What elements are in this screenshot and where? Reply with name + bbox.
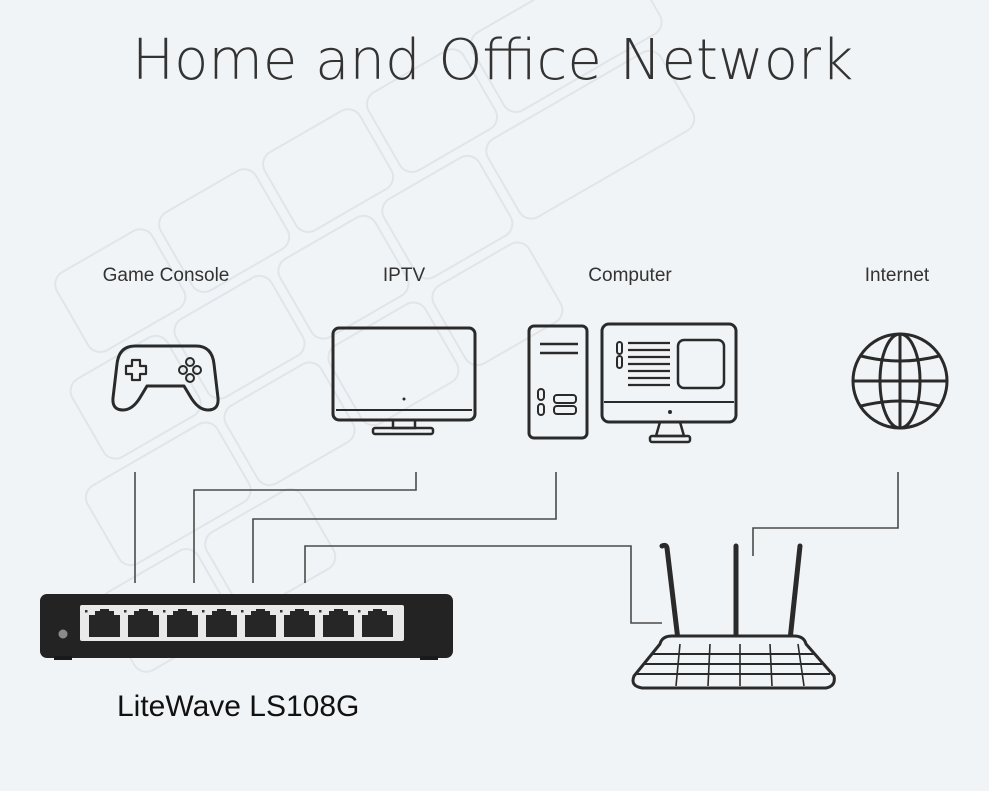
ethernet-port <box>124 609 159 637</box>
switch-product-name: LiteWave LS108G <box>117 690 360 723</box>
tv-icon <box>331 326 477 436</box>
ethernet-port <box>241 609 276 637</box>
link-iptv <box>193 472 417 583</box>
device-label-computer: Computer <box>588 265 672 286</box>
network-switch-icon <box>40 594 453 660</box>
desktop-computer-icon <box>527 322 738 444</box>
page-title: Home and Office Network <box>132 28 854 93</box>
link-internet <box>752 472 899 556</box>
connection-lines <box>134 472 899 624</box>
globe-icon <box>851 332 949 430</box>
wireless-router-icon <box>631 542 836 690</box>
device-label-iptv: IPTV <box>382 265 426 286</box>
ethernet-port <box>319 609 354 637</box>
ethernet-port <box>163 609 198 637</box>
ethernet-port <box>202 609 237 637</box>
device-label-internet: Internet <box>864 265 930 286</box>
gamepad-icon <box>111 344 220 412</box>
link-computer <box>252 472 557 583</box>
link-router <box>304 545 662 624</box>
switch-ports <box>85 609 393 637</box>
ethernet-port <box>280 609 315 637</box>
ethernet-port <box>85 609 120 637</box>
device-label-game-console: Game Console <box>102 265 230 286</box>
ethernet-port <box>358 609 393 637</box>
